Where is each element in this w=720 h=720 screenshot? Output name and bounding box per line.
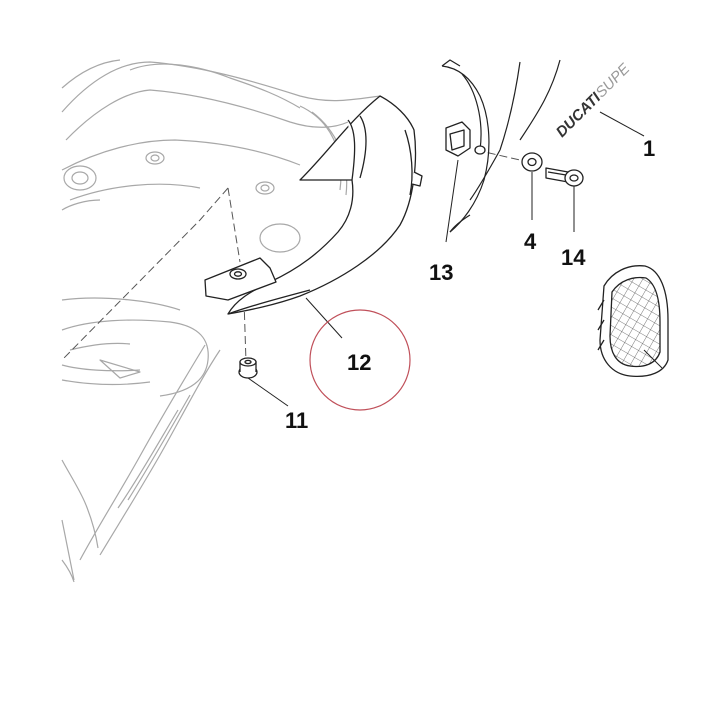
callout-13: 13 <box>429 260 453 285</box>
part-4-washer <box>521 152 543 172</box>
callout-11: 11 <box>285 408 308 433</box>
callout-4: 4 <box>524 229 537 254</box>
highlight-circle <box>309 309 411 411</box>
assembly-leader-lines <box>61 149 521 363</box>
decal-suffix-text: SUPE <box>592 60 634 102</box>
part-13-clip <box>445 121 486 157</box>
frame-outline <box>61 59 381 583</box>
part-14-bolt <box>545 167 584 187</box>
callout-14: 14 <box>561 245 586 270</box>
part-12-cover <box>204 95 423 315</box>
part-11-screw <box>238 357 258 379</box>
vent-grille <box>597 265 669 378</box>
decal-brand-text: DUCATI <box>553 89 605 141</box>
callout-leaders <box>247 111 663 407</box>
callout-1: 1 <box>643 136 655 161</box>
brand-decal: DUCATI SUPE <box>553 60 634 141</box>
part-1-side-panel <box>441 59 561 233</box>
callout-12: 12 <box>347 350 371 375</box>
